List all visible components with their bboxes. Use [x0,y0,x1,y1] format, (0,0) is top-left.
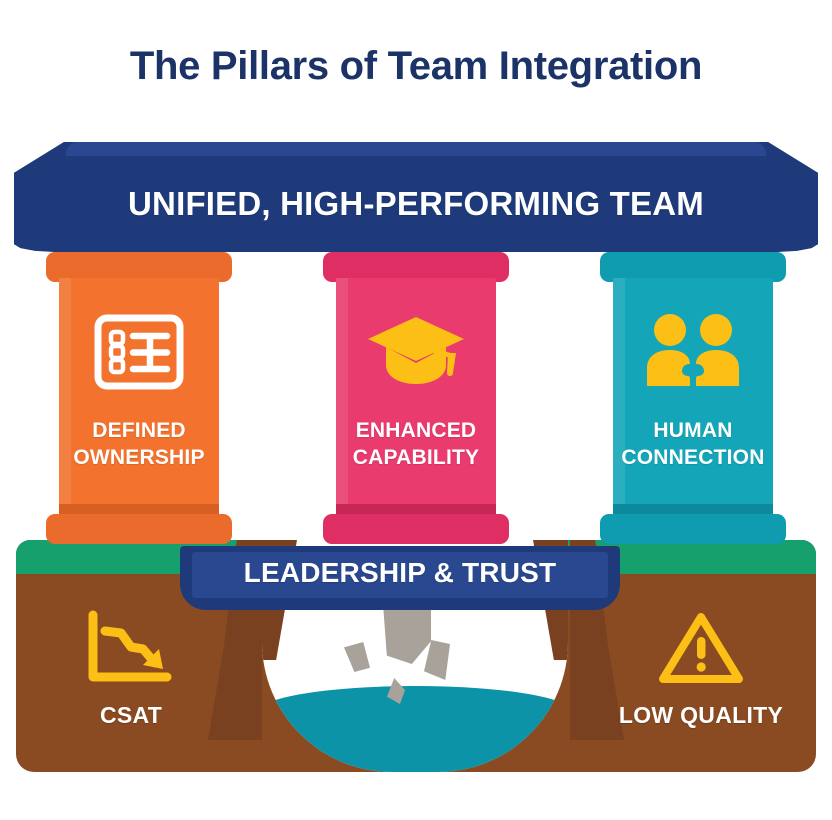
pillar-defined-ownership[interactable]: DEFINED OWNERSHIP [46,252,232,544]
banner-inner-panel [192,552,608,598]
leadership-banner[interactable]: LEADERSHIP & TRUST [180,546,620,610]
roof-label: UNIFIED, HIGH-PERFORMING TEAM [128,185,704,222]
foundation-label-low-quality: LOW QUALITY [618,702,784,728]
pillar-capital [323,252,509,282]
warning-triangle-icon [606,602,796,694]
pillar-base-shadow [59,504,219,516]
pillar-label-line1: DEFINED [92,419,186,442]
pillar-shaft-highlight [59,278,71,518]
pillar-label-enhanced-capability: ENHANCED CAPABILITY [317,418,515,472]
water-pool [262,686,568,772]
banner-label: LEADERSHIP & TRUST [243,557,557,588]
pillar-shaft-highlight [613,278,625,518]
pillar-base [46,514,232,544]
pillar-label-line1: HUMAN [653,419,733,442]
graduation-cap-icon [323,300,509,404]
pillar-base [323,514,509,544]
foundation-item-low-quality: LOW QUALITY [606,602,796,729]
foundation-item-csat: CSAT [36,602,226,729]
pillar-shaft-highlight [336,278,348,518]
pillar-label-human-connection: HUMAN CONNECTION [594,418,792,472]
page-title: The Pillars of Team Integration [129,44,703,88]
pillar-label-line2: OWNERSHIP [73,445,205,469]
pillar-label-line2: CONNECTION [621,445,765,469]
pillar-label-defined-ownership: DEFINED OWNERSHIP [40,418,238,472]
foundation-label-csat: CSAT [99,702,163,728]
pillar-capital [46,252,232,282]
banner-shape [180,546,620,610]
roof-entablature[interactable]: UNIFIED, HIGH-PERFORMING TEAM [14,142,818,252]
two-people-puzzle-icon [600,300,786,404]
pillar-base-shadow [336,504,496,516]
pillar-base [600,514,786,544]
ownership-board-icon [46,300,232,404]
roof-shape [14,142,818,252]
pillar-capital [600,252,786,282]
pillar-base-shadow [613,504,773,516]
pillar-label-line1: ENHANCED [355,419,477,442]
pillar-human-connection[interactable]: HUMAN CONNECTION [600,252,786,544]
pillar-shaft [613,278,773,518]
pillar-enhanced-capability[interactable]: ENHANCED CAPABILITY [323,252,509,544]
declining-chart-icon [36,602,226,694]
pillar-label-line2: CAPABILITY [352,445,480,469]
